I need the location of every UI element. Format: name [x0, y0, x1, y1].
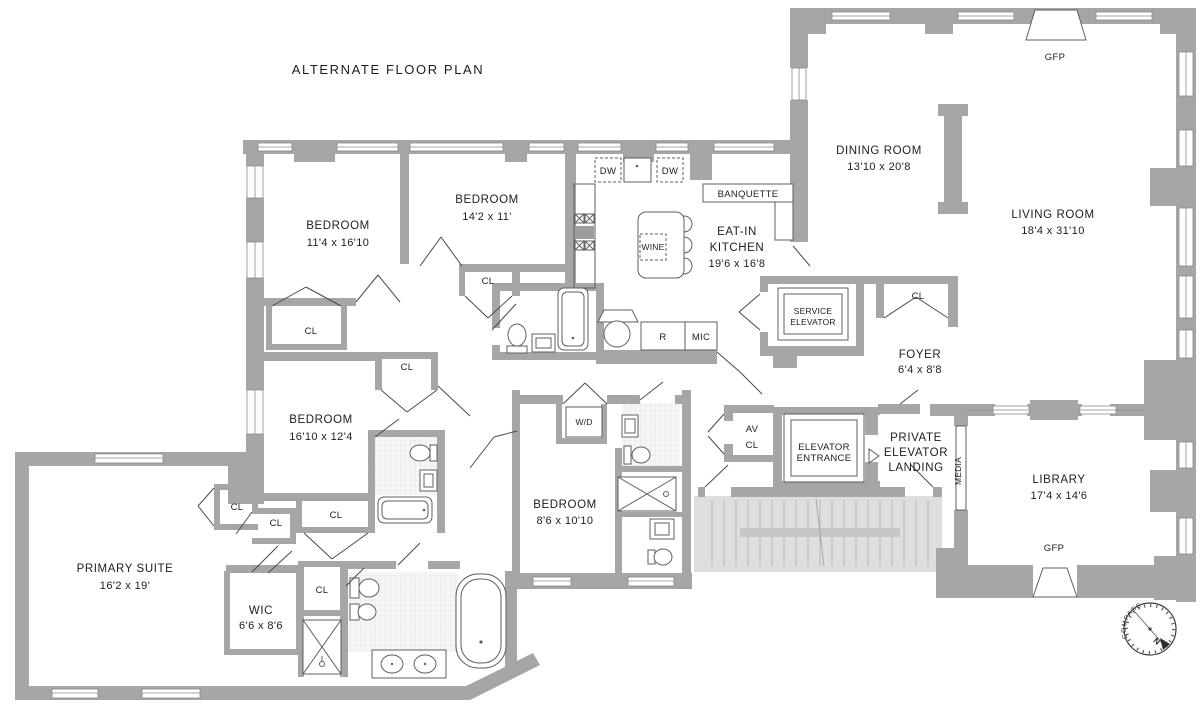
fireplace-library-icon [1032, 567, 1078, 598]
library-dims: 17'4 x 14'6 [1031, 490, 1088, 502]
closet-label-primary-2: CL [270, 518, 283, 529]
elevator-entrance-label-2: ENTRANCE [797, 453, 852, 464]
toilet-icon [429, 444, 438, 462]
closet-label-bed3-top: CL [401, 362, 414, 373]
foyer-dims: 6'4 x 8'8 [898, 364, 942, 376]
washer-dryer-icon [565, 406, 603, 438]
bedroom3-name: BEDROOM [289, 414, 353, 426]
refrigerator-label: R [659, 332, 666, 343]
landing-name-1: PRIVATE [890, 432, 942, 444]
toilet-icon [623, 445, 632, 465]
sink-icon [419, 469, 438, 492]
gfp-top-label: GFP [1045, 52, 1065, 63]
media-cabinet-icon [955, 425, 967, 511]
kitchen-island [637, 211, 693, 279]
pantry-sink-icon [597, 309, 639, 348]
media-label: MEDIA [953, 457, 963, 485]
elevator-pointer-icon [868, 448, 880, 464]
landing-name-3: LANDING [888, 462, 943, 474]
kitchen-name-2: KITCHEN [710, 242, 765, 254]
wic-dims: 6'6 x 8'6 [239, 620, 283, 632]
north-label: N [1152, 636, 1162, 647]
dishwasher-2-icon [656, 157, 684, 183]
banquette-bench [702, 183, 794, 241]
wic-name: WIC [249, 605, 273, 617]
av-closet-label-1: AV [746, 424, 759, 435]
library-name: LIBRARY [1032, 474, 1085, 486]
bathtub-icon [557, 287, 589, 351]
microwave-label: MIC [692, 332, 710, 343]
primary-dims: 16'2 x 19' [100, 580, 150, 592]
doors [197, 236, 949, 587]
banquette-label: BANQUETTE [718, 189, 779, 200]
closet-label-primary-1: CL [231, 502, 244, 513]
soaking-tub-icon [455, 573, 507, 669]
service-elevator-label-2: ELEVATOR [790, 317, 836, 327]
closet-label-bed2: CL [482, 276, 495, 287]
living-dims: 18'4 x 31'10 [1021, 225, 1084, 237]
bedroom1-name: BEDROOM [306, 220, 370, 232]
closet-label-foyer: CL [912, 291, 925, 302]
landing-name-2: ELEVATOR [884, 447, 948, 459]
windows [51, 11, 1194, 699]
bedroom2-name: BEDROOM [455, 194, 519, 206]
service-elevator-label-1: SERVICE [794, 306, 833, 316]
sink-icon [531, 333, 556, 353]
foyer-name: FOYER [899, 349, 942, 361]
primary-bath [302, 573, 507, 679]
gfp-library-label: GFP [1044, 543, 1064, 554]
sink-icon [621, 414, 639, 438]
primary-name: PRIMARY SUITE [77, 563, 174, 575]
labels: ALTERNATE FLOOR PLAN BEDROOM 11'4 x 16'1… [77, 52, 1094, 632]
refrigerator-icon [640, 321, 686, 351]
bed3-bath [377, 444, 438, 524]
fireplace-top-icon [1025, 9, 1087, 41]
wine-label: WINE [642, 242, 665, 252]
bed4-bath-top [621, 414, 651, 465]
dining-dims: 13'10 x 20'8 [847, 161, 910, 173]
toilet-icon [506, 345, 528, 354]
bedroom3-dims: 16'10 x 12'4 [289, 431, 352, 443]
wd-label: W/D [575, 417, 592, 427]
kitchen-name-1: EAT-IN [717, 226, 757, 238]
dw2-label: DW [662, 166, 678, 177]
fixtures [302, 9, 1087, 679]
elevator-cab [783, 413, 880, 483]
service-elevator-cab [777, 287, 849, 341]
dw1-label: DW [600, 166, 616, 177]
stairs [694, 496, 942, 572]
bedroom4-dims: 8'6 x 10'10 [537, 515, 594, 527]
kitchen-dims: 19'6 x 16'8 [709, 258, 766, 270]
bathtub-icon [377, 496, 433, 524]
av-closet-label-2: CL [746, 440, 759, 451]
dining-name: DINING ROOM [836, 145, 922, 157]
bed4-bath-lower [617, 476, 677, 566]
bedroom4-name: BEDROOM [533, 499, 597, 511]
dishwasher-1-icon [594, 157, 622, 183]
closet-label-primary-bath: CL [316, 585, 329, 596]
living-name: LIVING ROOM [1011, 209, 1094, 221]
range-icon [573, 183, 596, 289]
hall-bath [506, 287, 589, 354]
microwave-icon [684, 321, 718, 351]
elevator-entrance-label-1: ELEVATOR [798, 442, 850, 453]
closet-label-bed3-bottom: CL [330, 510, 343, 521]
plan-title: ALTERNATE FLOOR PLAN [292, 62, 485, 77]
double-vanity-icon [371, 649, 447, 679]
compass-icon: N COMPASS [1121, 602, 1177, 656]
oven-icon [623, 157, 652, 183]
wine-fridge-icon [639, 233, 667, 261]
walls [15, 8, 1196, 700]
sink-icon [649, 518, 675, 540]
bedroom2-dims: 14'2 x 11' [462, 211, 512, 223]
closet-label-bed1: CL [305, 326, 318, 337]
bedroom1-dims: 11'4 x 16'10 [307, 237, 370, 249]
